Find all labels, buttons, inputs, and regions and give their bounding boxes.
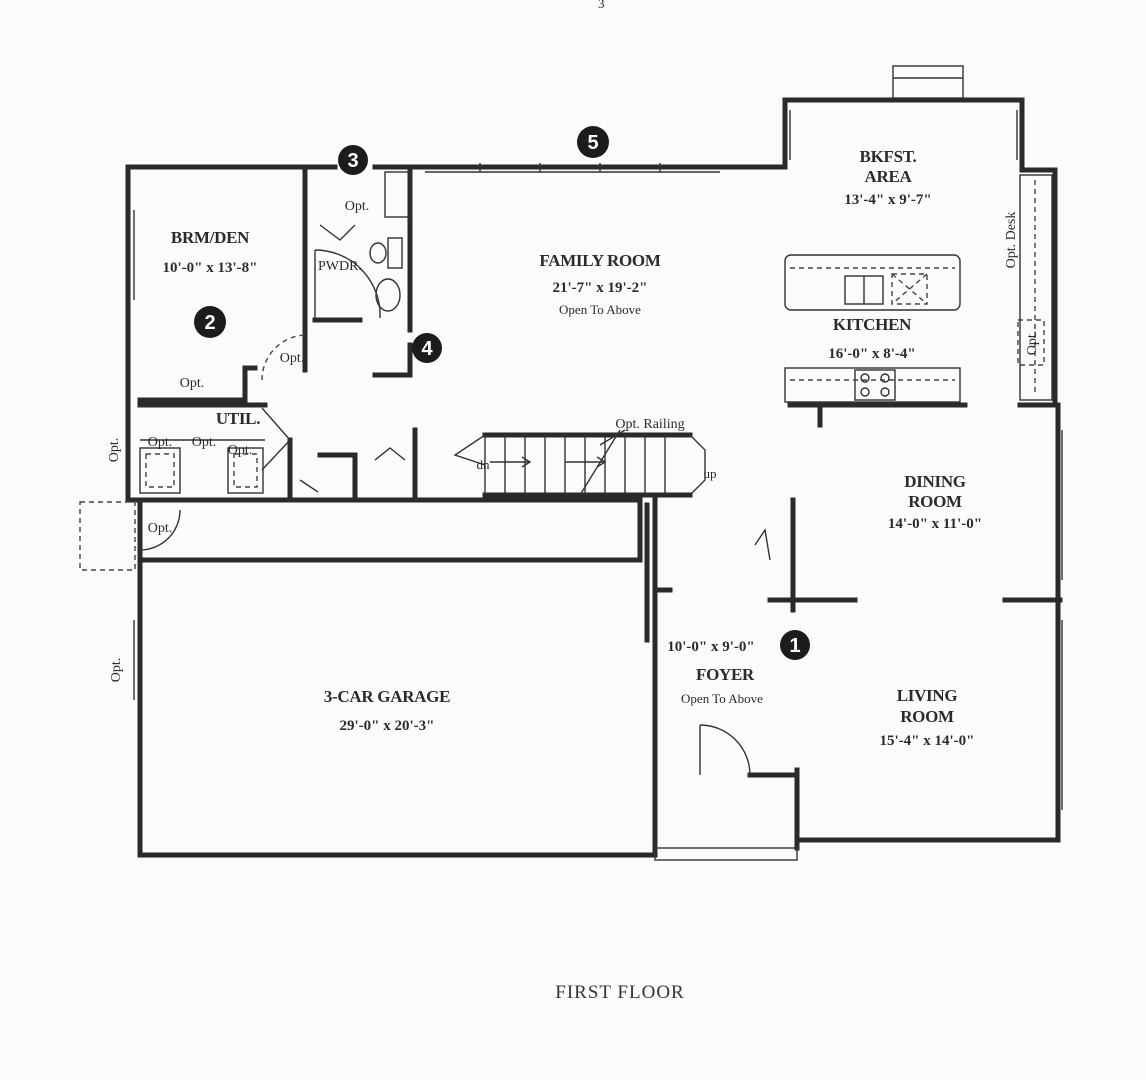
bkfst-label-line2: AREA	[865, 167, 913, 186]
stair-up-label: up	[704, 466, 717, 481]
living-label-line1: LIVING	[897, 686, 958, 705]
door-opt-label: Opt.	[280, 351, 305, 366]
exterior-walls	[125, 97, 1061, 858]
marker-5-text: 5	[587, 132, 598, 154]
toilet	[375, 278, 401, 312]
garage-dims: 29'-0" x 20'-3"	[340, 718, 435, 734]
foyer-note: Open To Above	[681, 691, 763, 706]
kitchen-dims: 16'-0" x 8'-4"	[828, 346, 915, 362]
living-label-line2: ROOM	[900, 707, 954, 726]
kitchen-counter	[784, 367, 961, 403]
dryer	[227, 447, 264, 494]
util-opt-1: Opt.	[148, 435, 173, 450]
util-opt-2: Opt.	[192, 435, 217, 450]
family-room-dims: 21'-7" x 19'-2"	[553, 280, 648, 296]
desk-counter	[1019, 174, 1053, 401]
marker-4: 4	[412, 333, 442, 363]
brm-den-label: BRM/DEN	[171, 228, 250, 247]
kitchen-island	[784, 254, 961, 311]
opt-railing-label: Opt. Railing	[615, 417, 684, 432]
bkfst-label-line1: BKFST.	[860, 147, 917, 166]
brm-den-dims: 10'-0" x 13'-8"	[163, 260, 258, 276]
foyer-label: FOYER	[696, 665, 755, 684]
garage-door-opt: Opt.	[148, 521, 173, 536]
vanity-sink	[387, 237, 403, 269]
family-room-label: FAMILY ROOM	[539, 251, 660, 270]
interior-walls	[137, 164, 1063, 778]
marker-4-text: 4	[421, 338, 433, 360]
stair-down-label: dn	[477, 457, 491, 472]
util-wall-opt: Opt.	[107, 438, 122, 463]
marker-1: 1	[780, 630, 810, 660]
den-opt-label: Opt.	[180, 376, 205, 391]
chimney	[892, 65, 964, 99]
cooktop	[854, 369, 896, 401]
washer	[139, 447, 181, 494]
opt-desk-label: Opt. Desk	[1004, 212, 1019, 269]
marker-3: 3	[338, 145, 368, 175]
living-dims: 15'-4" x 14'-0"	[880, 733, 975, 749]
page-mark: 3	[598, 0, 605, 11]
floor-title: FIRST FLOOR	[555, 982, 684, 1003]
dining-dims: 14'-0" x 11'-0"	[888, 516, 982, 532]
marker-3-text: 3	[347, 150, 358, 172]
marker-2: 2	[194, 306, 226, 338]
staircase[interactable]	[453, 429, 706, 498]
kitchen-label: KITCHEN	[833, 315, 912, 334]
garage-wall-opt: Opt.	[109, 658, 124, 683]
desk-opt-label: Opt.	[1025, 331, 1040, 356]
family-room-note: Open To Above	[559, 302, 641, 317]
marker-2-text: 2	[204, 312, 215, 334]
dining-label-line2: ROOM	[908, 492, 962, 511]
bkfst-dims: 13'-4" x 9'-7"	[844, 192, 931, 208]
marker-5: 5	[577, 126, 609, 158]
fixtures	[139, 174, 1053, 561]
marker-1-text: 1	[789, 635, 800, 657]
dining-label-line1: DINING	[904, 472, 966, 491]
pwdr-label: PWDR.	[318, 259, 362, 274]
util-label: UTIL.	[216, 409, 260, 428]
garage-label: 3-CAR GARAGE	[324, 687, 450, 706]
doors	[79, 249, 751, 776]
windows	[133, 110, 1063, 861]
util-opt-3: Opt.	[228, 443, 253, 458]
foyer-dims: 10'-0" x 9'-0"	[667, 639, 754, 655]
pwdr-opt-label: Opt.	[345, 199, 370, 214]
